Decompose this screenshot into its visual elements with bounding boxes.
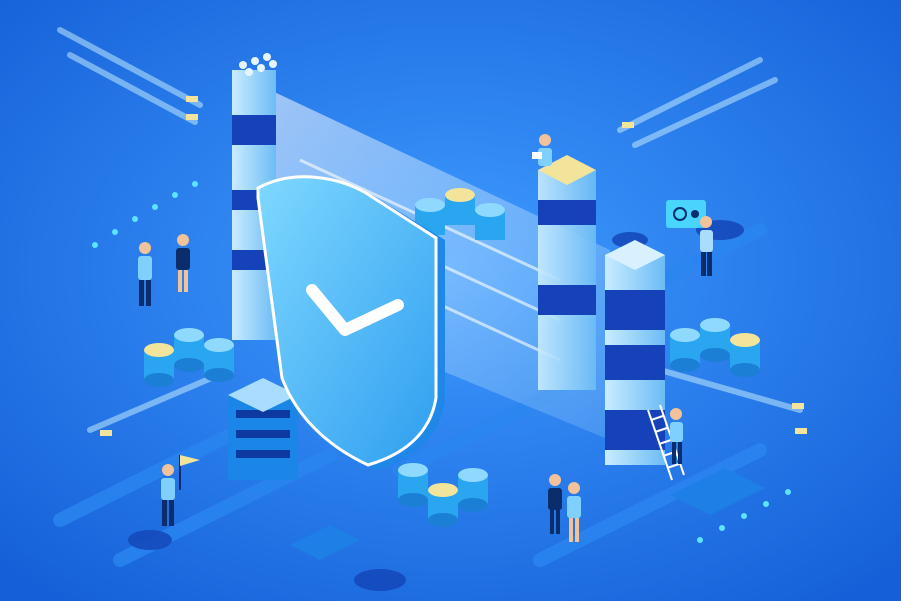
person-climbing bbox=[670, 408, 683, 464]
beam-endpoints bbox=[100, 96, 807, 436]
person-sitting-top bbox=[532, 134, 552, 166]
flag-icon bbox=[179, 455, 200, 490]
shield-check-icon bbox=[256, 175, 445, 471]
light-beams bbox=[57, 27, 803, 433]
gear-icon bbox=[666, 200, 706, 228]
person-with-flag bbox=[161, 455, 200, 526]
person-pair-left bbox=[138, 234, 190, 306]
person-right bbox=[700, 216, 713, 276]
server-box-small bbox=[228, 378, 298, 480]
dotted-orbits bbox=[92, 181, 791, 543]
server-tower-center bbox=[538, 155, 596, 390]
person-pair-bottom bbox=[548, 474, 581, 542]
database-cylinders bbox=[144, 188, 760, 527]
grid-pads bbox=[290, 468, 765, 560]
